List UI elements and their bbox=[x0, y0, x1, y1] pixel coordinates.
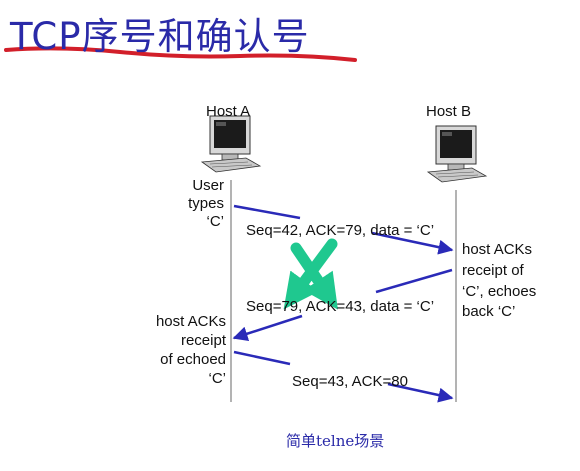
user-types-line-2: types bbox=[188, 195, 224, 212]
host-b-label: Host B bbox=[426, 103, 472, 120]
page-title: TCP序号和确认号 bbox=[10, 15, 310, 58]
message-arrow-2 bbox=[232, 268, 453, 341]
host-a-note-line-2: receipt bbox=[180, 332, 226, 349]
caption: 简单telne场景 bbox=[286, 432, 385, 450]
host-b-note-line-2: receipt of bbox=[462, 262, 524, 279]
host-b-computer-icon bbox=[426, 125, 488, 183]
user-types-line-3: ‘C’ bbox=[206, 213, 225, 230]
host-a-note-line-1: host ACKs bbox=[155, 313, 226, 330]
message-label-3: Seq=43, ACK=80 bbox=[292, 373, 408, 390]
message-arrow-3 bbox=[233, 350, 454, 403]
host-a-label: Host A bbox=[206, 103, 251, 120]
message-label-2: Seq=79, ACK=43, data = ‘C’ bbox=[246, 298, 435, 315]
message-label-1: Seq=42, ACK=79, data = ‘C’ bbox=[246, 222, 435, 239]
message-arrow-1 bbox=[233, 204, 454, 255]
cross-arrows-icon bbox=[283, 238, 338, 310]
host-a-note-line-4: ‘C’ bbox=[208, 370, 227, 387]
host-b-note-line-1: host ACKs bbox=[462, 241, 533, 258]
host-a-computer-icon bbox=[200, 115, 262, 173]
user-types-line-1: User bbox=[192, 177, 224, 194]
host-a-note-line-3: of echoed bbox=[160, 351, 226, 368]
host-b-note-line-3: ‘C’, echoes bbox=[462, 283, 537, 300]
host-b-note-line-4: back ‘C’ bbox=[462, 303, 516, 320]
title-underline bbox=[4, 46, 357, 62]
